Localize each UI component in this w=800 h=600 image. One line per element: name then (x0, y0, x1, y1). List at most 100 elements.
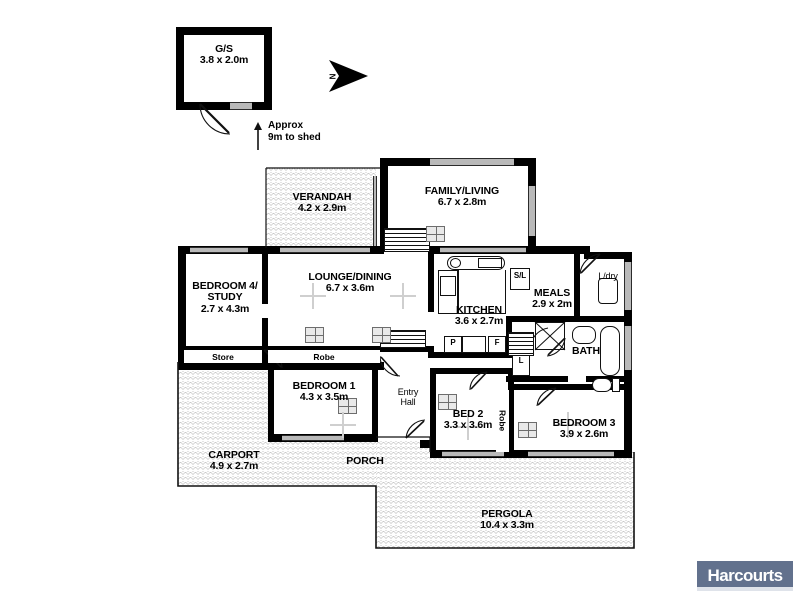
verandah-dimensions: 4.2 x 2.9m (297, 202, 347, 215)
bedroom4-dimensions: 2.7 x 4.3m (200, 302, 250, 315)
room-label-bath: BATH (562, 345, 610, 357)
wall-bedroom4-right (262, 252, 268, 304)
kitchen-name: KITCHEN (456, 304, 502, 316)
family-living-dimensions: 6.7 x 2.8m (437, 196, 487, 209)
robe-lounge-label: Robe (313, 351, 335, 362)
verandah-edge-right (373, 176, 377, 246)
shed-wall-right (264, 27, 272, 110)
entry-hall-name2: Hall (400, 396, 416, 407)
window-laundry-right (624, 262, 632, 310)
store-strip: Store (184, 350, 262, 363)
entry-hall-name: Entry (397, 387, 419, 397)
shower-base (535, 322, 565, 350)
laundry-trough (598, 278, 618, 304)
meals-steps (508, 332, 534, 356)
window-lounge-top (280, 247, 370, 253)
window-symbol-bed2 (438, 394, 457, 410)
bedroom3-name: BEDROOM 3 (552, 417, 616, 429)
room-label-pergola: PERGOLA 10.4 x 3.3m (452, 508, 562, 532)
meals-dimensions: 2.9 x 2m (532, 298, 572, 311)
wall-outer-left (178, 246, 186, 362)
bedroom4-floor (184, 252, 268, 348)
family-living-name: FAMILY/LIVING (424, 185, 500, 197)
pergola-name: PERGOLA (481, 508, 533, 520)
sl-text: S/L (513, 271, 527, 280)
carport-name: CARPORT (208, 449, 260, 461)
wall-laundry-top (584, 252, 630, 259)
shed-dimensions: 3.8 x 2.0m (199, 54, 249, 67)
wall-bath-top (506, 316, 630, 322)
carport-dimensions: 4.9 x 2.7m (209, 460, 259, 473)
bed2-name: BED 2 (452, 408, 484, 420)
kitchen-drainer (478, 258, 502, 268)
bed2-dimensions: 3.3 x 3.6m (443, 419, 493, 432)
wall-hall-jog-top (378, 346, 434, 352)
bedroom3-dimensions: 3.9 x 2.6m (559, 428, 609, 441)
laundry-name: L/dry (598, 271, 618, 281)
pantry-text: P (450, 338, 456, 347)
lounge-dining-name: LOUNGE/DINING (308, 271, 392, 283)
window-symbol-bedroom3 (518, 422, 537, 438)
kitchen-island (458, 270, 506, 314)
room-label-bedroom3: BEDROOM 3 3.9 x 2.6m (536, 417, 632, 441)
toilet-pan (592, 378, 612, 392)
pantry-label: P (444, 338, 462, 348)
shed-name: G/S (215, 43, 233, 55)
robe-lounge-strip: Robe (268, 350, 380, 363)
shed-wall-left (176, 27, 184, 110)
window-symbol-bedroom1 (338, 398, 357, 414)
shed-window (230, 102, 252, 110)
room-label-bedroom1: BEDROOM 1 4.3 x 3.5m (272, 380, 376, 404)
room-label-bed2: BED 2 3.3 x 3.6m (432, 408, 504, 432)
store-label: Store (212, 351, 234, 362)
wall-bed2-top (430, 368, 512, 374)
wall-familyliving-left (380, 158, 388, 252)
shed-wall-bottom-left (176, 102, 230, 110)
north-arrow-label: N (328, 73, 338, 80)
kitchen-dimensions: 3.6 x 2.7m (454, 315, 504, 328)
wall-main-top-right (536, 246, 590, 254)
room-label-lounge-dining: LOUNGE/DINING 6.7 x 3.6m (290, 271, 410, 295)
bedroom4-name2: STUDY (207, 291, 243, 304)
north-arrow: N (326, 58, 370, 94)
sink-laundry-label: S/L (510, 271, 530, 281)
bedroom1-name: BEDROOM 1 (292, 380, 356, 392)
fridge-box (488, 336, 506, 353)
wall-bedroom4-right-lower (262, 318, 268, 348)
room-label-laundry: L/dry (586, 271, 630, 282)
wall-laundry-left (574, 252, 580, 320)
window-bed2-bottom (442, 451, 504, 457)
harcourts-logo-text: Harcourts (707, 566, 784, 585)
robe-bed2-label: Robe (497, 410, 508, 432)
ceiling-marker-lounge-left (300, 283, 326, 309)
verandah-name: VERANDAH (292, 191, 352, 203)
north-arrow-glyph (329, 60, 368, 92)
window-familyliving-right (528, 186, 536, 236)
wall-hall-right-lower (420, 440, 434, 448)
kitchen-cooktop (440, 276, 456, 296)
wall-bath-bottom (506, 376, 568, 382)
room-label-kitchen: KITCHEN 3.6 x 2.7m (436, 304, 522, 328)
approx-note-line1: Approx (268, 120, 303, 131)
verandah-steps (384, 228, 430, 252)
approx-note-line2: 9m to shed (268, 131, 321, 143)
window-symbol-lounge-right (372, 327, 391, 343)
window-familyliving-top (430, 158, 514, 166)
ceiling-marker-bedroom1 (330, 412, 356, 438)
room-label-bedroom4: BEDROOM 4/ STUDY 2.7 x 4.3m (184, 280, 266, 315)
window-symbol-lounge-left (305, 327, 324, 343)
toilet-cistern (612, 378, 620, 392)
bath-name: BATH (572, 345, 600, 357)
harcourts-logo: Harcourts (697, 561, 793, 591)
pantry-box (444, 336, 462, 353)
wall-store-robe-bottom (178, 362, 384, 370)
robe-bed2-strip: Robe (496, 390, 509, 452)
ceiling-marker-lounge-right (390, 283, 416, 309)
bedroom4-name: BEDROOM 4/ (192, 280, 258, 292)
room-label-meals: MEALS 2.9 x 2m (519, 287, 585, 311)
laundry-sink-tub (510, 268, 530, 290)
wall-store-robe-top (178, 346, 384, 351)
window-bedroom3-bottom (528, 451, 614, 457)
room-label-carport: CARPORT 4.9 x 2.7m (186, 449, 282, 473)
